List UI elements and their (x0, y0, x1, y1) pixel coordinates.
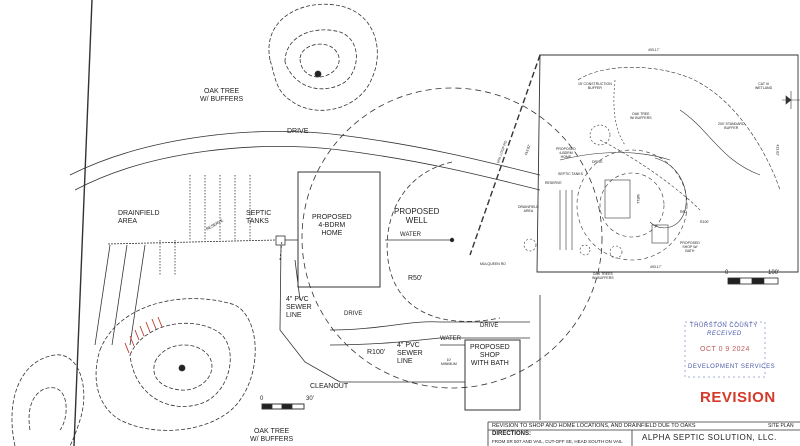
drive-top-edge-1 (69, 130, 541, 176)
vic-construction-buffer: 15' CONSTRUCTION BUFFER (578, 82, 612, 90)
stamp-dept: DEVELOPMENT SERVICES (688, 364, 776, 370)
vic-septic-tanks: SEPTIC TANKS (558, 172, 583, 176)
label-pvc-sewer-2: 4" PVC SEWER LINE (397, 342, 423, 365)
label-drive-right: DRIVE (480, 323, 499, 329)
proposed-home-outline (297, 171, 381, 288)
vic-road-bottom: MULQUEEN RD (480, 262, 506, 266)
reserve-lines (159, 175, 251, 275)
vic-drive: DRIVE (592, 160, 603, 164)
label-water-top: WATER (400, 232, 421, 238)
label-r50: R50' (408, 275, 423, 282)
revision-stamp: REVISION (700, 389, 776, 406)
drive-mid-edge-1 (329, 321, 530, 331)
label-scale-30: 30' (306, 396, 314, 402)
well-radius-50 (386, 161, 501, 322)
label-oak-tree-top: OAK TREE W/ BUFFERS (200, 88, 244, 103)
proposed-shop-outline (464, 339, 521, 411)
label-pvc-sewer-1: 4" PVC SEWER LINE (286, 296, 312, 319)
well-radius-100 (301, 87, 603, 389)
label-proposed-well: PROPOSED WELL (394, 207, 440, 225)
label-septic-tanks: SEPTIC TANKS (246, 210, 272, 225)
septic-tank-box (275, 235, 286, 246)
oak-tree-top-trunk (314, 70, 322, 78)
title-company: ALPHA SEPTIC SOLUTION, LLC. (642, 433, 777, 442)
vic-scale-0: 0 (725, 270, 729, 276)
vic-r50: R50' (680, 210, 688, 214)
vic-dim-bottom: 493.17' (650, 265, 662, 269)
title-block-lines (487, 295, 800, 446)
title-directions-label: DIRECTIONS: (492, 431, 531, 437)
label-cleanout: CLEANOUT (310, 383, 349, 390)
label-water-bottom: WATER (440, 336, 461, 342)
stamp-received: RECEIVED (707, 331, 742, 337)
vic-r100: R100' (700, 220, 710, 224)
vicinity-map (469, 54, 800, 285)
label-proposed-home: PROPOSED 4-BDRM HOME (312, 214, 352, 237)
title-directions-text: FROM SR 507 AND VAIL, CUT-OFF SE, HEAD S… (492, 439, 623, 444)
label-r100: R100' (367, 349, 386, 356)
vic-oak-tree: OAK TREE W/ BUFFERS (630, 112, 652, 120)
vic-standard-buffer: 200' STANDARD BUFFER (718, 122, 745, 130)
oak-tree-bottom-trunk (178, 364, 186, 372)
scale-bar-vicinity (727, 277, 779, 285)
label-scale-0: 0 (260, 396, 264, 402)
scale-bar-main (261, 403, 305, 410)
sewer-line (279, 244, 440, 383)
stamp-county: THURSTON COUNTY (690, 323, 758, 329)
vic-scale-100: 100' (768, 270, 780, 276)
label-drive-top: DRIVE (287, 128, 309, 135)
oak-tree-left-buffer (11, 354, 85, 446)
oak-tree-bottom (95, 298, 256, 431)
label-drainfield-area: DRAINFIELD AREA (118, 210, 160, 225)
vic-oak-trees: OAK TREES W/ BUFFERS (592, 272, 614, 280)
received-stamp-frame (684, 321, 766, 378)
drainfield-lines (94, 239, 277, 346)
vic-drainfield-area: DRAINFIELD AREA (518, 205, 539, 213)
title-sheet: SITE PLAN (768, 423, 794, 429)
north-arrow (782, 91, 800, 109)
label-drive-mid: DRIVE (344, 311, 363, 317)
stamp-date: OCT 0 9 2024 (700, 346, 750, 353)
vic-shop: PROPOSED SHOP W/ BATH (680, 241, 700, 253)
oak-tree-top (268, 3, 378, 111)
drive-top-edge-2 (74, 145, 541, 191)
vic-well: WELL (635, 194, 640, 204)
vic-reserve: RESERVE (545, 181, 562, 185)
vic-dim-right: 413.82' (775, 144, 780, 156)
label-proposed-shop: PROPOSED SHOP WITH BATH (470, 344, 510, 367)
title-revision-note: REVISION TO SHOP AND HOME LOCATIONS, AND… (492, 423, 696, 429)
tree-canopy-marks (124, 316, 163, 354)
vic-wetland: CAT III WETLAND (755, 82, 773, 90)
label-oak-tree-bottom: OAK TREE W/ BUFFERS (250, 428, 294, 443)
drive-mid-edge-2 (329, 337, 530, 346)
property-line-west (73, 0, 93, 446)
label-min-10: 10' MINIMUM (441, 358, 457, 366)
vic-proposed-home: PROPOSED 4-BDRM HOME (556, 147, 576, 159)
vic-dim-top: 493.17' (648, 48, 660, 52)
